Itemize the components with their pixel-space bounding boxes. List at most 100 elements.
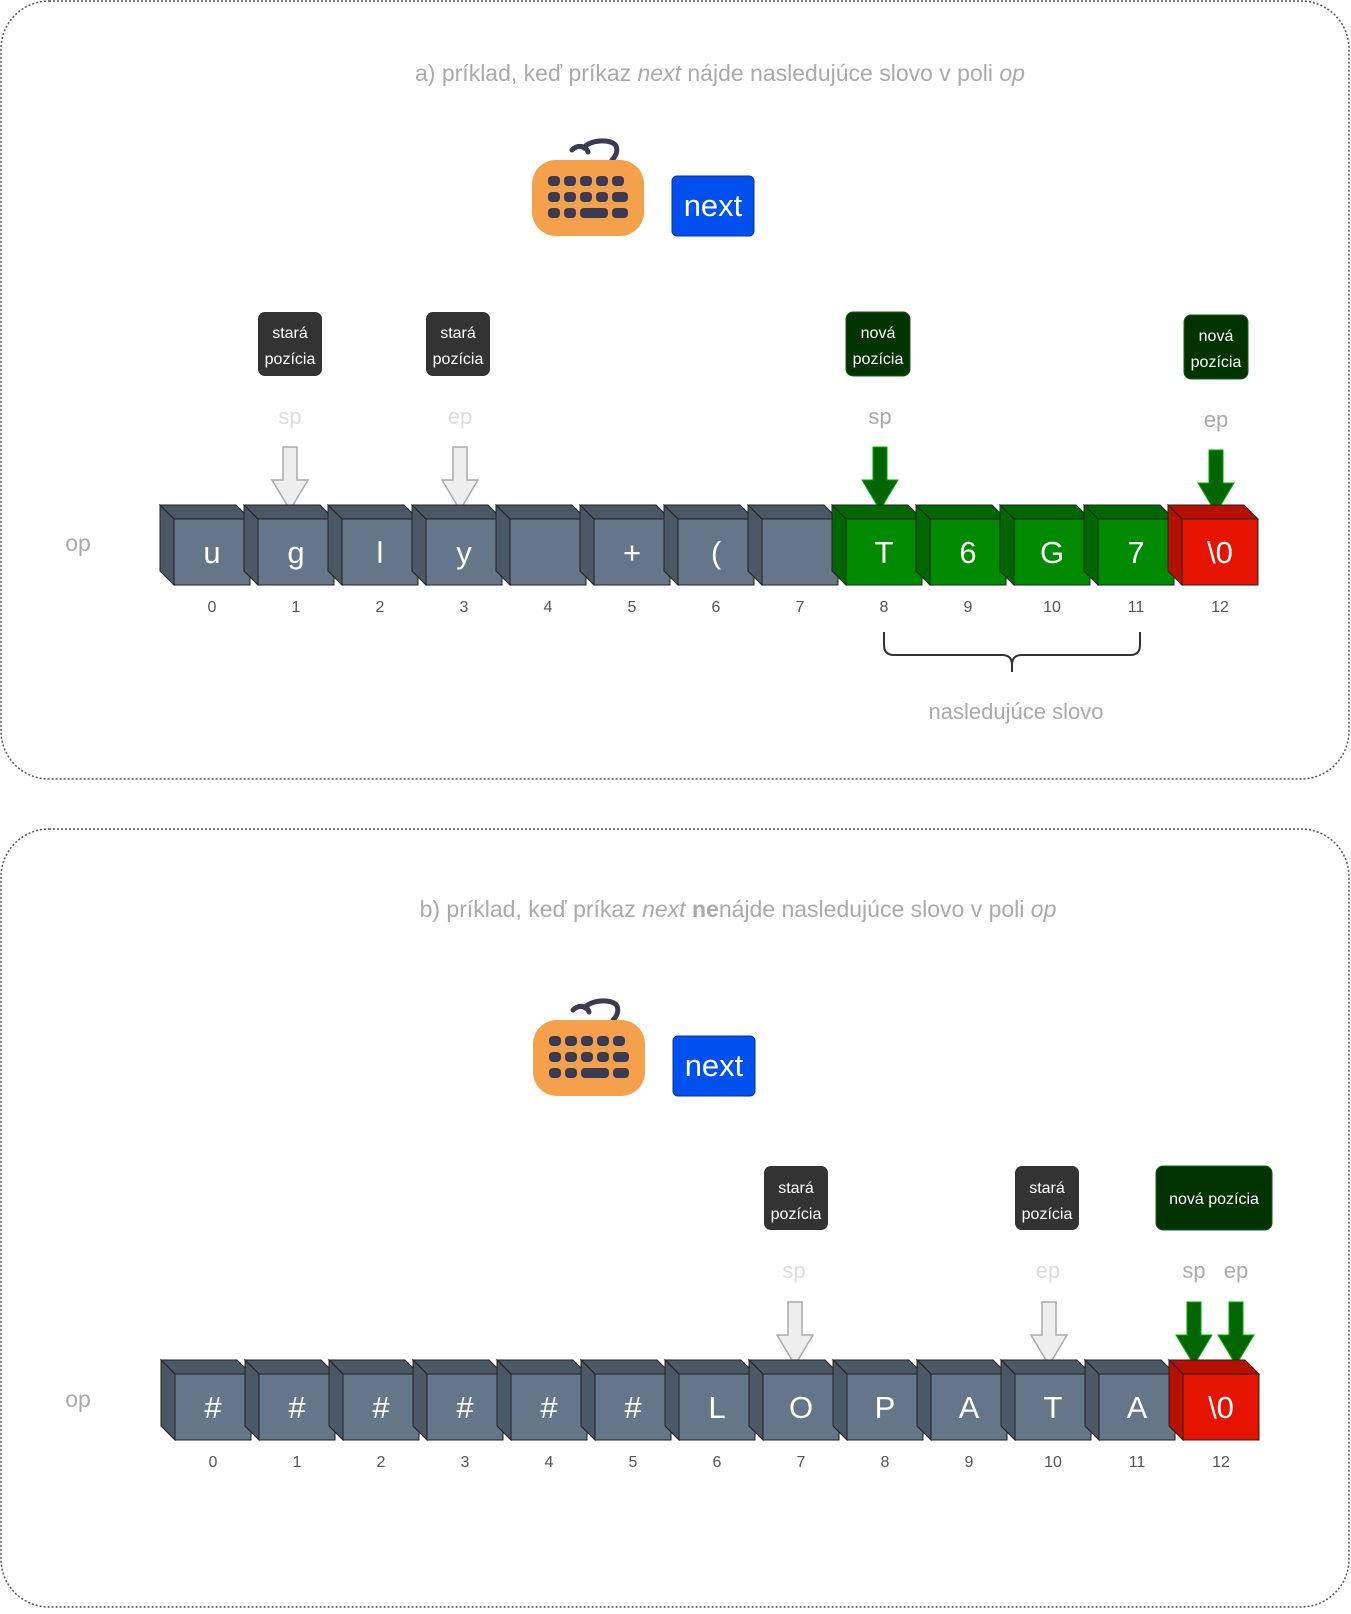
cell-index: 11	[1128, 599, 1145, 616]
cell-value: +	[623, 535, 641, 570]
cell-top-face	[411, 1359, 505, 1375]
old-sp-label: sp	[278, 404, 301, 429]
cell-side-face	[831, 503, 847, 587]
array-cell: \0 12	[1166, 503, 1260, 616]
old-sp-arrow	[270, 446, 310, 512]
old-sp-box: stará pozícia	[764, 1166, 828, 1230]
panel-a: a) príklad, keď príkaz next nájde nasled…	[0, 0, 1350, 780]
array-cell: T10	[999, 1358, 1093, 1471]
old-sp-box: stará pozícia	[258, 312, 322, 376]
old-ep-box: stará pozícia	[1015, 1166, 1079, 1230]
cell-value: (	[711, 535, 722, 570]
cell-top-face	[999, 1359, 1093, 1375]
array-cell: T8	[830, 503, 924, 616]
cell-front-face	[509, 518, 587, 586]
new-ep-label: ep	[1204, 407, 1228, 432]
cell-index: 8	[880, 599, 889, 616]
array-cell: #0	[159, 1358, 253, 1471]
cell-side-face	[916, 1358, 932, 1442]
cell-value: O	[789, 1390, 813, 1425]
cell-top-face	[1166, 504, 1260, 520]
cell-index: 6	[713, 1454, 722, 1471]
old-ep-label: ep	[448, 404, 472, 429]
cell-side-face	[328, 1358, 344, 1442]
cell-value: #	[456, 1390, 474, 1425]
cell-side-face	[411, 503, 427, 587]
array-cell: #4	[495, 1358, 589, 1471]
panel-b: b) príklad, keď príkaz next nenájde nasl…	[0, 828, 1350, 1608]
panel-a-border	[0, 0, 1350, 780]
cell-front-face	[342, 1373, 420, 1441]
cell-front-face	[677, 518, 755, 586]
cell-index: 0	[208, 599, 217, 616]
svg-text:stará: stará	[1029, 1180, 1065, 1197]
svg-text:pozícia: pozícia	[771, 1206, 822, 1223]
cell-front-face	[173, 518, 251, 586]
cell-top-face	[243, 1359, 337, 1375]
cell-side-face	[579, 503, 595, 587]
array-cell: 7	[746, 503, 840, 616]
panel-b-border	[0, 828, 1350, 1608]
panel-b-title: b) príklad, keď príkaz next nenájde nasl…	[420, 896, 1057, 922]
new-ep-arrow	[1197, 449, 1235, 514]
cell-index: 12	[1212, 1454, 1230, 1471]
array-cell: O7	[747, 1358, 841, 1471]
cell-side-face	[495, 503, 511, 587]
array-cell: L6	[663, 1358, 757, 1471]
array-cell: 69	[914, 503, 1008, 616]
cell-side-face	[159, 503, 175, 587]
cell-value: T	[875, 535, 894, 570]
cell-value: #	[204, 1390, 222, 1425]
cell-value: #	[288, 1390, 306, 1425]
array-cell: (6	[662, 503, 756, 616]
cell-index: 7	[797, 1454, 806, 1471]
cell-index: 5	[629, 1454, 638, 1471]
cell-side-face	[915, 503, 931, 587]
svg-text:pozícia: pozícia	[1191, 354, 1242, 371]
new-ep-arrow	[1217, 1301, 1255, 1366]
array-cell: u0	[158, 503, 252, 616]
cell-index: 9	[964, 599, 973, 616]
cell-side-face	[160, 1358, 176, 1442]
svg-text:pozícia: pozícia	[265, 351, 316, 368]
cell-value: \0	[1207, 535, 1233, 570]
new-sp-label: sp	[1182, 1258, 1205, 1283]
cell-top-face	[662, 504, 756, 520]
array-label: op	[65, 530, 91, 556]
cell-index: 11	[1129, 1454, 1146, 1471]
cell-top-face	[914, 504, 1008, 520]
cell-index: 8	[881, 1454, 890, 1471]
cell-front-face	[846, 1373, 924, 1441]
cell-value: y	[456, 535, 472, 570]
array-cell: \0 12	[1167, 1358, 1261, 1471]
cell-top-face	[998, 504, 1092, 520]
cell-value: \0	[1208, 1390, 1234, 1425]
keyboard-icon	[532, 141, 644, 236]
cell-front-face	[1097, 518, 1175, 586]
cell-top-face	[159, 1359, 253, 1375]
cell-side-face	[1000, 1358, 1016, 1442]
svg-text:stará: stará	[272, 325, 308, 342]
cell-front-face	[1014, 1373, 1092, 1441]
cell-index: 4	[544, 599, 553, 616]
array-cell: P8	[831, 1358, 925, 1471]
cell-side-face	[999, 503, 1015, 587]
cell-side-face	[1084, 1358, 1100, 1442]
new-sp-arrow	[1175, 1301, 1213, 1366]
cell-side-face	[748, 1358, 764, 1442]
cell-value: P	[875, 1390, 896, 1425]
next-command-label: next	[684, 188, 743, 223]
cell-top-face	[578, 504, 672, 520]
new-position-box: nová pozícia	[1155, 1165, 1273, 1231]
cell-side-face	[412, 1358, 428, 1442]
old-ep-label: ep	[1036, 1258, 1060, 1283]
cell-top-face	[495, 1359, 589, 1375]
cell-value: #	[372, 1390, 390, 1425]
cell-index: 12	[1211, 599, 1229, 616]
array-label: op	[65, 1386, 91, 1412]
cell-value: G	[1040, 535, 1064, 570]
cell-side-face	[1083, 503, 1099, 587]
cell-side-face	[747, 503, 763, 587]
cell-value: #	[624, 1390, 642, 1425]
